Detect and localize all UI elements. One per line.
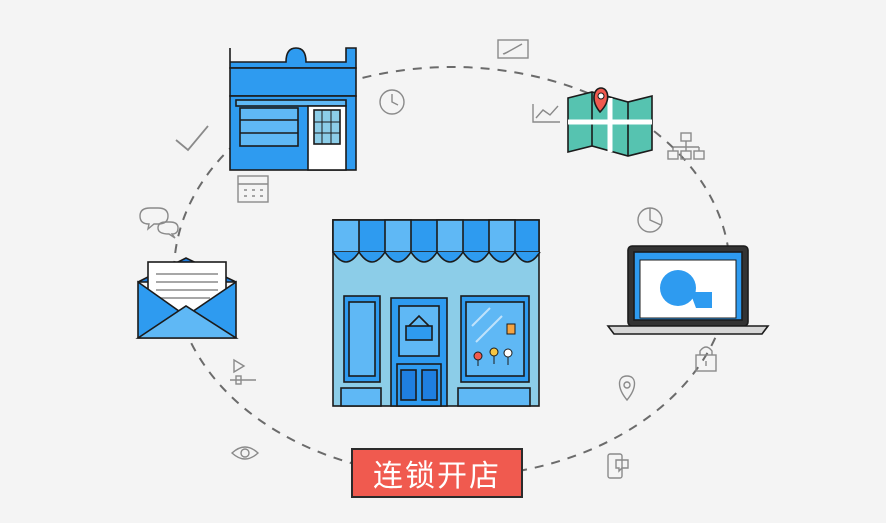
org-chart-icon	[667, 132, 705, 160]
play-slider-icon	[230, 358, 256, 385]
location-pin-icon	[618, 375, 636, 402]
clock-icon	[379, 89, 405, 115]
laptop-chart	[606, 245, 770, 335]
chat-bubbles-icon	[139, 207, 179, 239]
checkmark-icon	[175, 125, 209, 152]
line-chart-icon	[532, 104, 560, 123]
caption-text: 连锁开店	[373, 459, 501, 494]
pie-chart-icon	[637, 207, 663, 233]
map-with-pin	[567, 87, 653, 157]
calendar-icon	[237, 175, 269, 203]
small-shop	[229, 47, 357, 171]
padlock-icon	[695, 346, 717, 372]
open-envelope	[135, 257, 239, 339]
storefront-main	[332, 219, 541, 407]
caption-box: 连锁开店	[351, 448, 523, 498]
phone-message-icon	[607, 453, 629, 479]
pen-sign-icon	[497, 39, 529, 59]
eye-icon	[230, 446, 260, 460]
